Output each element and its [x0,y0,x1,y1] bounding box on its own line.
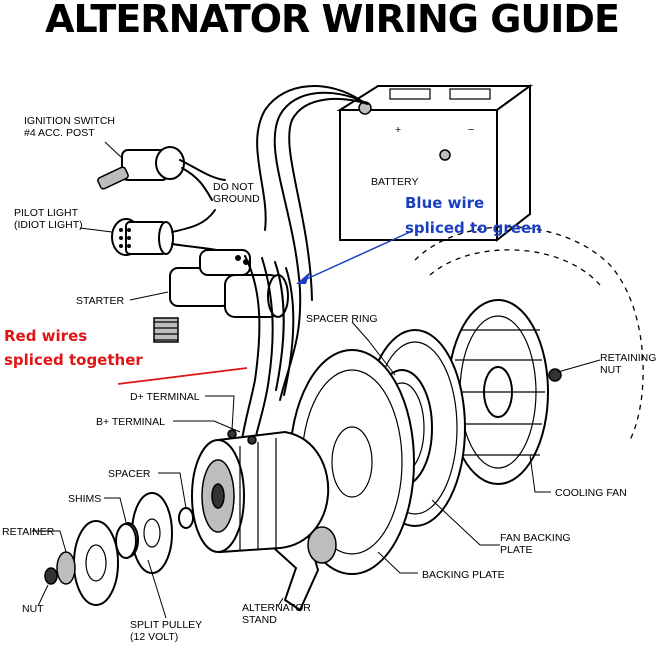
retaining-nut-label-2: NUT [600,364,622,376]
alternator-stand-label-1: ALTERNATOR [242,602,311,614]
starter-label: STARTER [76,295,124,307]
split-pulley-label-1: SPLIT PULLEY [130,619,202,631]
b-plus-terminal-label: B+ TERMINAL [96,416,165,428]
alternator-stand-label-2: STAND [242,614,277,626]
spacer-label: SPACER [108,468,151,480]
ignition-switch-label-2: #4 ACC. POST [24,127,95,139]
blue-annotation-arrow [296,231,411,284]
red-wires-note-line-2: spliced together [4,351,143,369]
battery-cables [256,85,369,401]
alternator [191,429,330,554]
nut-label: NUT [22,603,44,615]
cooling-fan [447,299,562,485]
blue-wire-note-line-2: spliced to green [405,219,542,237]
battery-plus-sign: + [395,124,401,136]
do-not-ground-label-1: DO NOT [213,181,254,193]
alternator-wire-bundle [241,255,295,446]
fan-housing-outline [414,226,644,441]
fan-backing-plate-label-2: PLATE [500,544,532,556]
shims-part [115,522,139,559]
split-pulley-label-2: (12 VOLT) [130,631,178,643]
battery: + − BATTERY [336,84,534,243]
red-wires-note-line-1: Red wires [4,327,87,345]
nut-part [44,567,58,585]
battery-label: BATTERY [371,176,418,188]
spacer-ring-label: SPACER RING [306,313,378,325]
pilot-light-label-1: PILOT LIGHT [14,207,79,219]
split-pulley [73,492,173,606]
blue-wire-note-line-1: Blue wire [405,194,484,212]
cooling-fan-label: COOLING FAN [555,487,627,499]
starter-motor [153,249,289,343]
do-not-ground-label-2: GROUND [213,193,260,205]
d-plus-terminal-label: D+ TERMINAL [130,391,200,403]
retainer-part [56,551,76,585]
fan-backing-plate-label-1: FAN BACKING [500,532,571,544]
shims-label: SHIMS [68,493,101,505]
ignition-switch-label-1: IGNITION SWITCH [24,115,115,127]
battery-minus-sign: − [468,124,474,136]
retaining-nut-label-1: RETAINING [600,352,656,364]
backing-plate-label: BACKING PLATE [422,569,505,581]
leader-lines [32,141,601,619]
pilot-light-label-2: (IDIOT LIGHT) [14,219,83,231]
ignition-switch [97,146,226,201]
diagram-title: ALTERNATOR WIRING GUIDE [45,0,619,41]
red-annotation-line [117,367,248,385]
spacer-part [178,507,194,529]
retainer-label: RETAINER [2,526,55,538]
